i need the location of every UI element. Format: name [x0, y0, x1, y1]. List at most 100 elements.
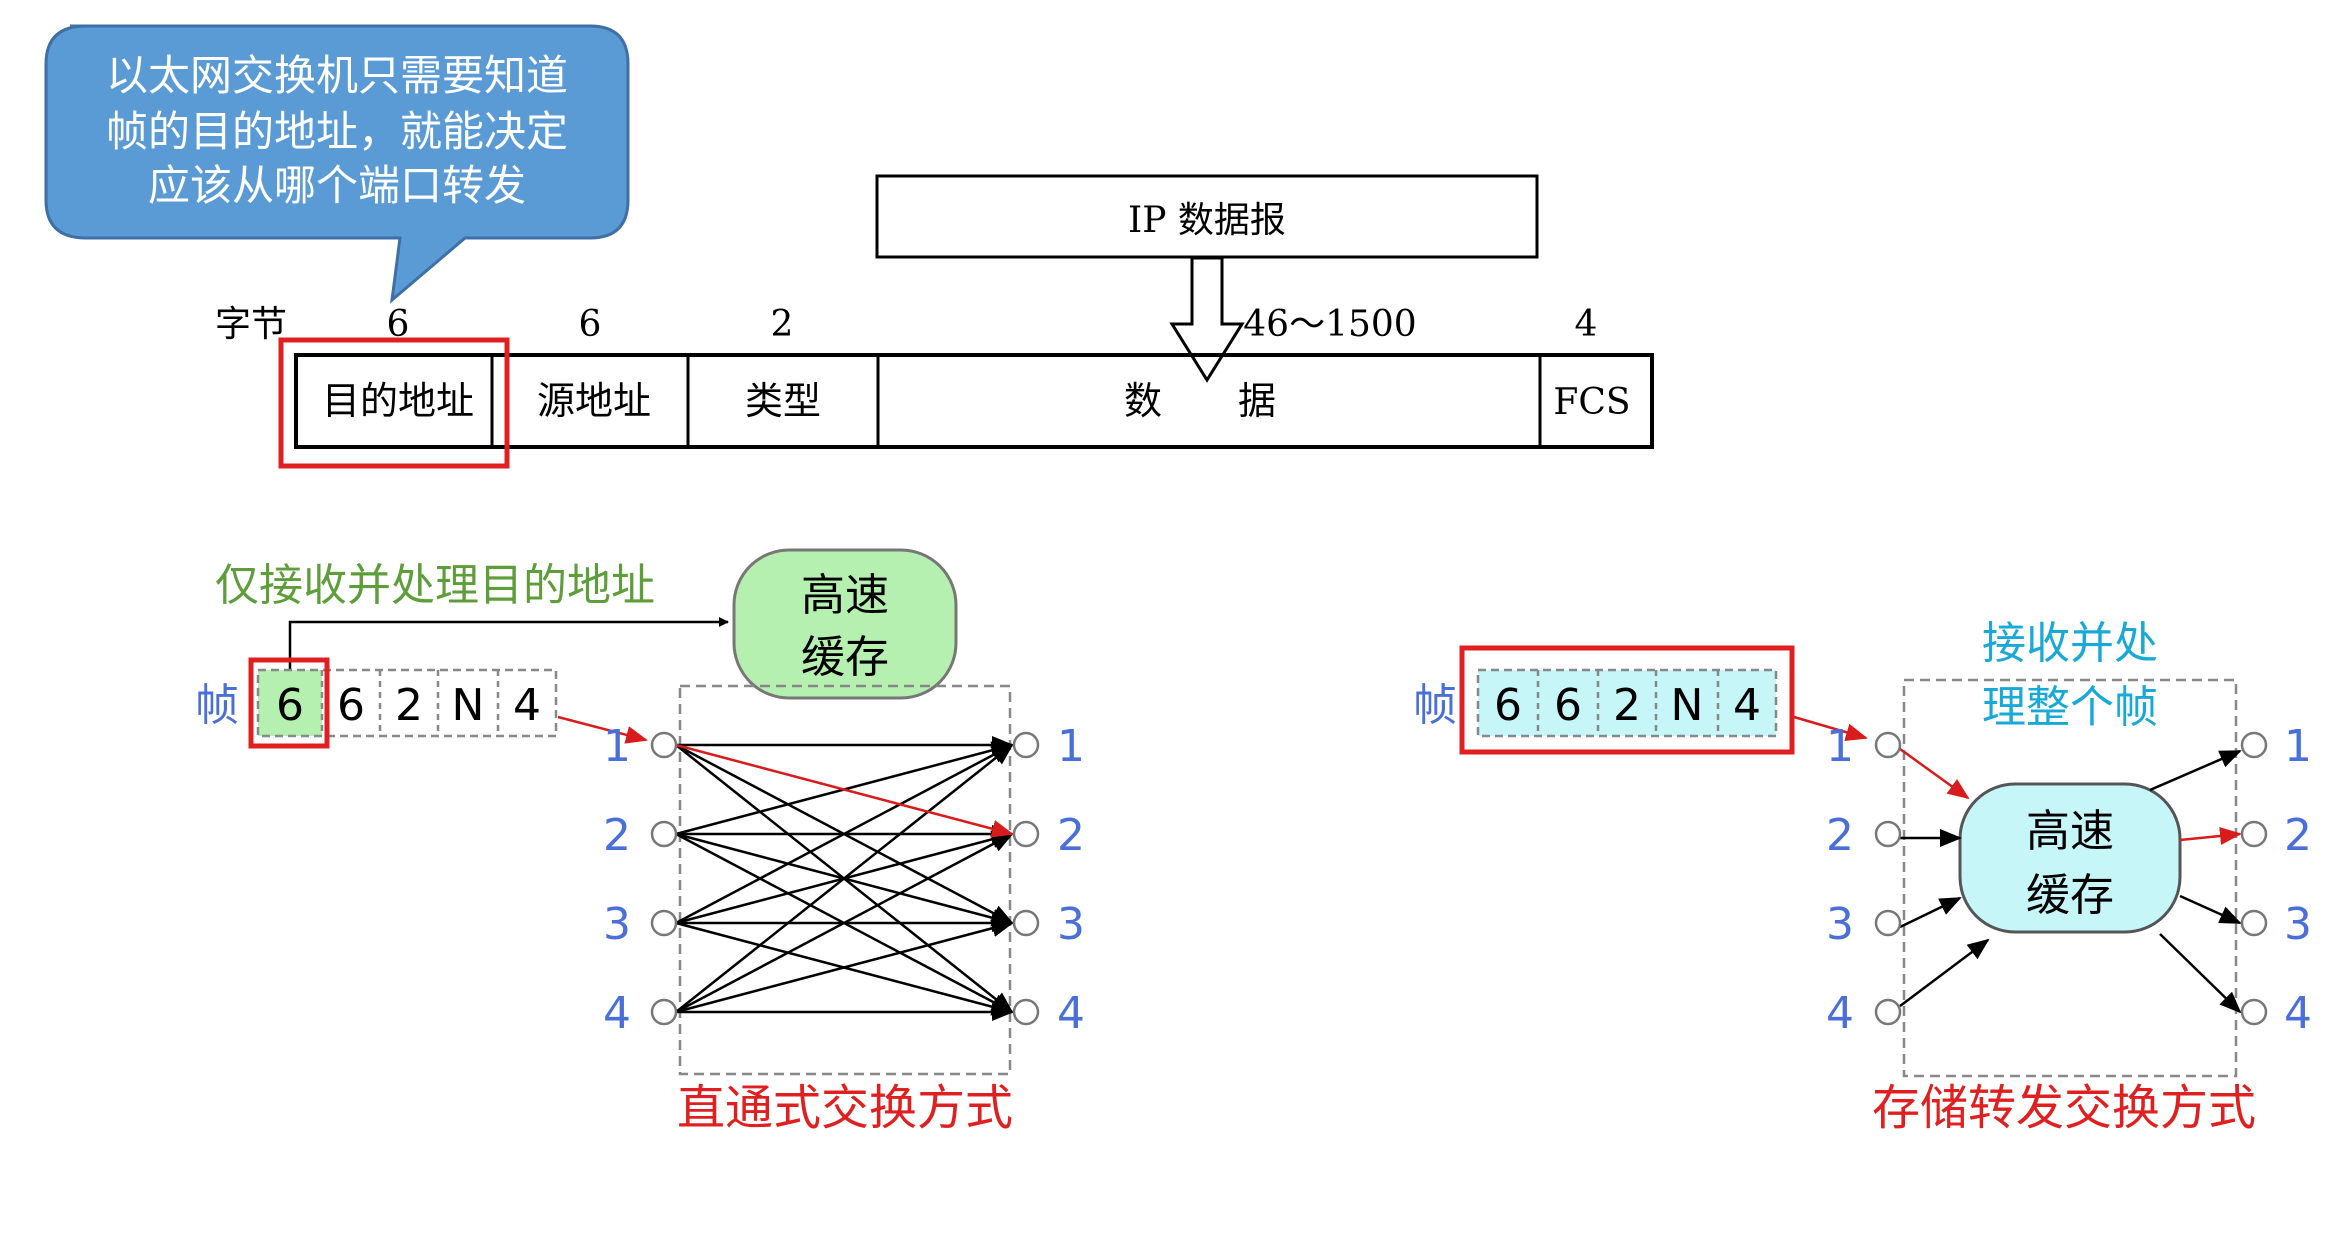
store-forward-cache-line-2: 缓存 [2026, 870, 2114, 921]
active-link [675, 743, 1014, 838]
cut-through-cache-line-1: 高速 [801, 570, 889, 621]
input-port [650, 820, 678, 848]
frame-format: 字节 6 6 2 46～1500 4 目的地址 源地址 类型 数 据 FCS [215, 304, 1654, 469]
input-link [1899, 938, 1990, 1007]
output-port [2240, 998, 2268, 1026]
output-port [1012, 731, 1040, 759]
field-data: 数 据 [1124, 379, 1276, 423]
cut-through-title: 直通式交换方式 [677, 1080, 1013, 1136]
output-port [1012, 998, 1040, 1026]
output-link [2149, 749, 2242, 792]
store-forward-note-line-2: 理整个帧 [1982, 682, 2158, 733]
input-port-label: 3 [603, 899, 631, 950]
frame-cell: 6 [276, 680, 304, 731]
input-port [1874, 731, 1902, 759]
input-port [650, 998, 678, 1026]
cut-through-cache-line-2: 缓存 [801, 632, 889, 683]
input-link [1899, 896, 1962, 929]
input-port [650, 731, 678, 759]
output-port [2240, 909, 2268, 937]
frame-cell: 6 [1494, 680, 1522, 731]
input-port-label: 1 [1826, 721, 1854, 772]
callout-line-1: 以太网交换机只需要知道 [106, 51, 568, 100]
store-forward-switch-box [1902, 678, 2238, 1078]
dest-addr-highlight [278, 337, 510, 469]
input-port-label: 4 [1826, 988, 1854, 1039]
cut-through-note: 仅接收并处理目的地址 [215, 560, 655, 611]
output-port-label: 4 [2284, 988, 2312, 1039]
input-port-label: 3 [1826, 899, 1854, 950]
input-port [1874, 909, 1902, 937]
input-port [650, 909, 678, 937]
cut-through-cache [732, 548, 958, 700]
store-forward-cache [1958, 782, 2182, 934]
store-forward-title: 存储转发交换方式 [1872, 1080, 2256, 1136]
output-port [1012, 909, 1040, 937]
cut-through-switch-box [678, 684, 1012, 1076]
output-port [2240, 820, 2268, 848]
output-port [2240, 731, 2268, 759]
bytes-data: 46～1500 [1243, 304, 1416, 345]
output-port [1012, 820, 1040, 848]
input-port [1874, 998, 1902, 1026]
frame-cell: 2 [1613, 680, 1641, 731]
crossbar-link [675, 743, 1014, 1013]
output-port-label: 1 [1057, 721, 1085, 772]
ip-datagram: IP 数据报 [875, 174, 1539, 383]
field-type: 类型 [745, 379, 821, 423]
callout-shape [44, 24, 630, 304]
input-port-label: 1 [603, 721, 631, 772]
frame-cell: N [452, 680, 485, 731]
field-dest-addr: 目的地址 [322, 379, 474, 423]
ip-datagram-label: IP 数据报 [1128, 200, 1286, 241]
dest-to-cache-arrow [288, 617, 729, 672]
frame-cell: 2 [395, 680, 423, 731]
bytes-label: 字节 [215, 304, 287, 345]
output-port-label: 3 [1057, 899, 1085, 950]
cache-links [1899, 747, 2242, 1014]
store-forward-frame-box [1476, 668, 1778, 738]
bytes-dest: 6 [387, 304, 410, 345]
frame-to-port-arrow [557, 715, 648, 744]
input-port-label: 4 [603, 988, 631, 1039]
output-port-label: 2 [1057, 810, 1085, 861]
frame-cell: 6 [1554, 680, 1582, 731]
crossbar-links [675, 736, 1014, 1021]
crossbar-link [675, 919, 1014, 1014]
bytes-fcs: 4 [1575, 304, 1598, 345]
ip-datagram-box [875, 174, 1539, 259]
output-link [2179, 827, 2242, 845]
store-forward-ports: 1 1 2 2 3 3 4 4 [1826, 721, 2312, 1039]
frame-cell: 6 [337, 680, 365, 731]
frame-cell: 4 [1733, 680, 1761, 731]
whole-frame-highlight [1459, 645, 1795, 755]
output-port-label: 1 [2284, 721, 2312, 772]
frame-table [294, 353, 1654, 449]
callout-bubble: 以太网交换机只需要知道 帧的目的地址，就能决定 应该从哪个端口转发 [44, 24, 630, 304]
input-port-label: 2 [1826, 810, 1854, 861]
cut-through-diagram: 仅接收并处理目的地址 高速 缓存 帧 6 6 2 N 4 1 1 2 2 3 3 4 4 直通… [195, 548, 1085, 1136]
down-hollow-arrow [1169, 256, 1245, 383]
cut-through-frame-box [256, 668, 558, 738]
first-byte-highlight [248, 657, 330, 749]
input-port [1874, 820, 1902, 848]
cut-through-frame-label: 帧 [195, 680, 239, 731]
store-forward-cache-line-1: 高速 [2026, 806, 2114, 857]
cut-through-ports: 1 1 2 2 3 3 4 4 [603, 721, 1085, 1039]
frame-cell: N [1671, 680, 1704, 731]
field-src-addr: 源地址 [537, 379, 651, 423]
callout-line-3: 应该从哪个端口转发 [148, 161, 526, 210]
output-port-label: 3 [2284, 899, 2312, 950]
output-link [2179, 894, 2242, 925]
output-port-label: 2 [2284, 810, 2312, 861]
output-port-label: 4 [1057, 988, 1085, 1039]
input-link [1899, 747, 1970, 800]
input-port-label: 2 [603, 810, 631, 861]
first-byte-fill [258, 670, 322, 736]
bytes-type: 2 [771, 304, 794, 345]
callout-line-2: 帧的目的地址，就能决定 [106, 107, 568, 156]
output-link [2159, 933, 2242, 1014]
crossbar-link [675, 832, 1014, 1014]
